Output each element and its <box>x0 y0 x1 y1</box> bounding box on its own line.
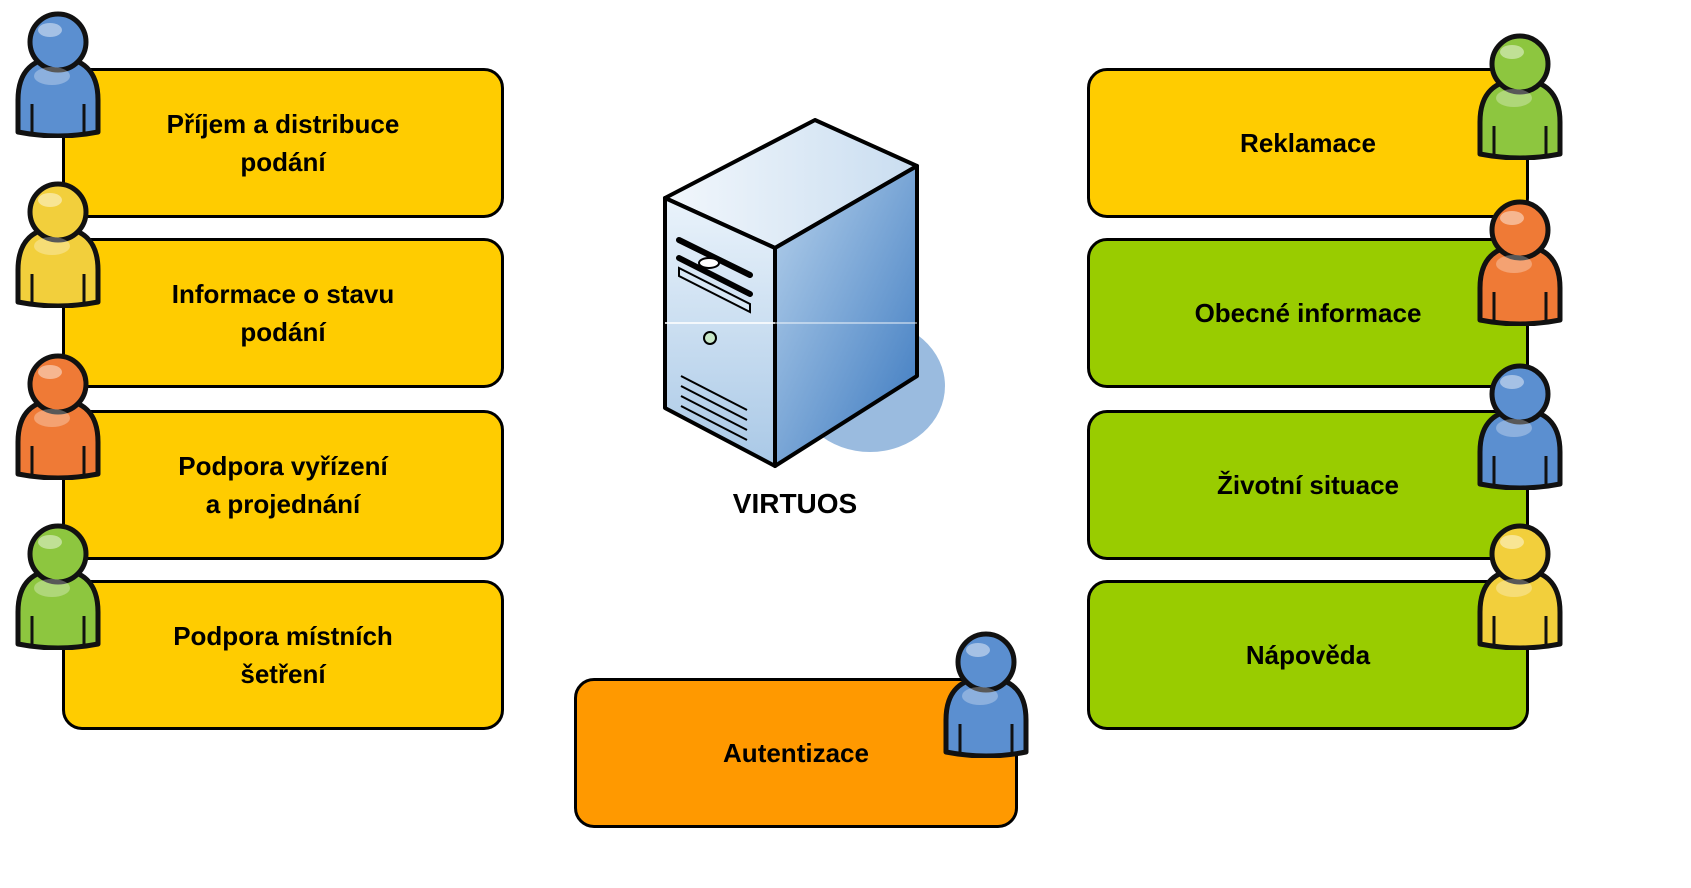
server-tower-icon <box>655 118 950 478</box>
user-icon <box>1474 520 1566 650</box>
right-box-label: Nápověda <box>1245 640 1371 670</box>
right-box-3: Nápověda <box>1087 580 1529 730</box>
right-box-0: Reklamace <box>1087 68 1529 218</box>
left-box-label: Podpora vyřízení a projednání <box>178 451 388 519</box>
left-box-label: Příjem a distribuce podání <box>166 109 400 177</box>
right-box-label: Obecné informace <box>1194 298 1422 328</box>
left-box-2: Podpora vyřízení a projednání <box>62 410 504 560</box>
right-box-2: Životní situace <box>1087 410 1529 560</box>
bottom-box-label: Autentizace <box>723 738 869 768</box>
user-icon <box>12 350 104 480</box>
user-icon <box>12 178 104 308</box>
left-box-label: Informace o stavu podání <box>171 279 395 347</box>
left-box-label: Podpora místních šetření <box>173 621 393 689</box>
user-icon <box>12 520 104 650</box>
user-icon <box>1474 196 1566 326</box>
right-box-label: Životní situace <box>1216 470 1400 500</box>
server-label: VIRTUOS <box>732 488 858 519</box>
right-box-label: Reklamace <box>1240 128 1376 158</box>
user-icon <box>12 8 104 138</box>
left-box-0: Příjem a distribuce podání <box>62 68 504 218</box>
left-box-1: Informace o stavu podání <box>62 238 504 388</box>
user-icon <box>940 628 1032 758</box>
right-box-1: Obecné informace <box>1087 238 1529 388</box>
user-icon <box>1474 30 1566 160</box>
user-icon <box>1474 360 1566 490</box>
left-box-3: Podpora místních šetření <box>62 580 504 730</box>
